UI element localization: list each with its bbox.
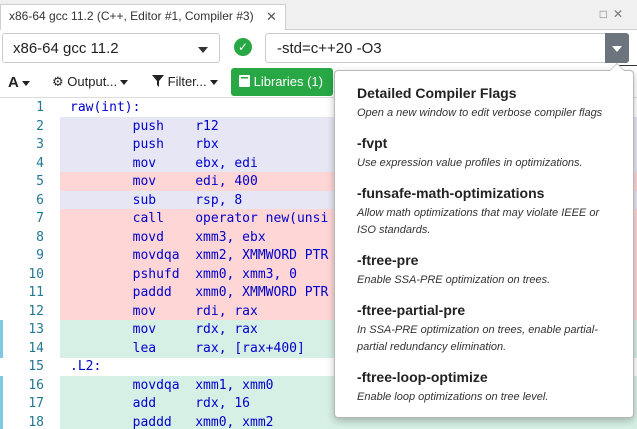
code-text: mov edi, 400	[70, 174, 258, 189]
code-line[interactable]: 15 .L2:	[0, 357, 637, 376]
popover-desc: Open a new window to edit verbose compil…	[357, 107, 603, 119]
flag-name: -ftree-loop-optimize	[357, 369, 488, 385]
line-number: 18	[28, 414, 44, 429]
line-number: 15	[28, 359, 44, 374]
filter-icon	[152, 75, 164, 87]
output-label: Output...	[67, 74, 118, 89]
line-number: 2	[36, 118, 44, 134]
line-number: 10	[28, 266, 44, 282]
window-controls: □✕	[600, 7, 629, 21]
code-text: push rbx	[70, 137, 219, 152]
tab-title: x86-64 gcc 11.2 (C++, Editor #1, Compile…	[9, 9, 254, 23]
filter-label: Filter...	[167, 74, 207, 89]
line-number: 9	[36, 248, 44, 263]
code-text: paddd xmm0, XMMWORD PTR	[70, 285, 329, 300]
code-text: call operator new(unsi	[70, 211, 329, 226]
code-text: sub rsp, 8	[70, 192, 243, 208]
flag-name: -fvpt	[357, 135, 388, 151]
line-marker	[0, 338, 3, 358]
compiler-select[interactable]: x86-64 gcc 11.2	[2, 33, 220, 63]
tab-bar: x86-64 gcc 11.2 (C++, Editor #1, Compile…	[0, 0, 637, 30]
tab-compiler[interactable]: x86-64 gcc 11.2 (C++, Editor #1, Compile…	[0, 4, 286, 30]
close-icon[interactable]: ✕	[612, 7, 629, 21]
chevron-down-icon	[21, 81, 30, 87]
maximize-icon[interactable]: □	[599, 7, 613, 21]
flag-description: Enable SSA-PRE optimization on trees.	[357, 274, 551, 286]
code-text: lea rax, [rax+400]	[70, 340, 305, 356]
flag-description: In SSA-PRE optimization on trees, enable…	[357, 324, 598, 353]
gear-icon: ⚙	[52, 74, 64, 89]
check-circle-icon[interactable]: ✓	[234, 38, 252, 56]
flag-name: -funsafe-math-optimizations	[357, 185, 545, 201]
code-text: mov ebx, edi	[70, 155, 258, 171]
line-number: 6	[36, 192, 44, 208]
chevron-down-icon	[198, 47, 208, 53]
libraries-label: Libraries (1)	[253, 74, 323, 89]
flags-dropdown-button[interactable]	[605, 33, 629, 63]
flag-name: -ftree-pre	[357, 252, 419, 268]
flag-item[interactable]: -ftree-partial-pre In SSA-PRE optimizatio…	[357, 302, 619, 356]
compiler-row: x86-64 gcc 11.2 ✓ -std=c++20 -O3	[0, 30, 637, 66]
code-text: mov rdi, rax	[70, 303, 258, 319]
compiler-flags-popover: Detailed Compiler Flags Open a new windo…	[334, 63, 634, 418]
popover-title: Detailed Compiler Flags	[357, 85, 517, 101]
code-line[interactable]: 1 raw(int):	[0, 98, 637, 117]
line-number: 1	[36, 100, 44, 115]
line-marker	[0, 412, 3, 429]
close-icon[interactable]: ✕	[266, 9, 277, 24]
flag-description: Allow math optimizations that may violat…	[357, 207, 600, 236]
libraries-button[interactable]: Libraries (1)	[231, 68, 333, 96]
code-text: raw(int):	[70, 100, 141, 115]
compiler-name: x86-64 gcc 11.2	[13, 40, 119, 57]
code-text: add rdx, 16	[70, 396, 251, 411]
flag-name: -ftree-partial-pre	[357, 302, 466, 318]
line-number: 5	[36, 174, 44, 189]
font-size-button[interactable]: A	[8, 70, 30, 94]
line-number: 3	[36, 137, 44, 152]
line-number: 16	[28, 377, 44, 393]
code-text: push r12	[70, 118, 219, 134]
line-number: 13	[28, 322, 44, 337]
flag-description: Use expression value profiles in optimiz…	[357, 157, 583, 169]
filter-button[interactable]: Filter...	[152, 70, 218, 94]
line-marker	[0, 320, 3, 339]
line-number: 8	[36, 229, 44, 245]
code-text: pshufd xmm0, xmm3, 0	[70, 266, 297, 282]
flag-description: Enable loop optimizations on tree level.	[357, 391, 549, 403]
line-number: 12	[28, 303, 44, 319]
popover-header[interactable]: Detailed Compiler Flags Open a new windo…	[357, 85, 619, 122]
line-marker	[0, 394, 3, 413]
code-text: movdqa xmm2, XMMWORD PTR	[70, 248, 329, 263]
compiler-flags-input[interactable]: -std=c++20 -O3	[265, 33, 605, 63]
code-text: movd xmm3, ebx	[70, 229, 266, 245]
chevron-down-icon	[209, 80, 218, 86]
line-number: 7	[36, 211, 44, 226]
output-button[interactable]: ⚙ Output...	[52, 70, 129, 94]
font-icon: A	[8, 74, 19, 91]
code-text: paddd xmm0, xmm2	[70, 414, 274, 429]
book-icon	[239, 75, 250, 87]
line-number: 14	[28, 340, 44, 356]
line-number: 11	[28, 285, 44, 300]
line-marker	[0, 375, 3, 395]
line-number: 17	[28, 396, 44, 411]
code-text: movdqa xmm1, xmm0	[70, 377, 274, 393]
code-text: mov rdx, rax	[70, 322, 258, 337]
line-number: 4	[36, 155, 44, 171]
code-text: .L2:	[70, 359, 102, 374]
chevron-down-icon	[612, 46, 622, 52]
chevron-down-icon	[120, 80, 129, 86]
